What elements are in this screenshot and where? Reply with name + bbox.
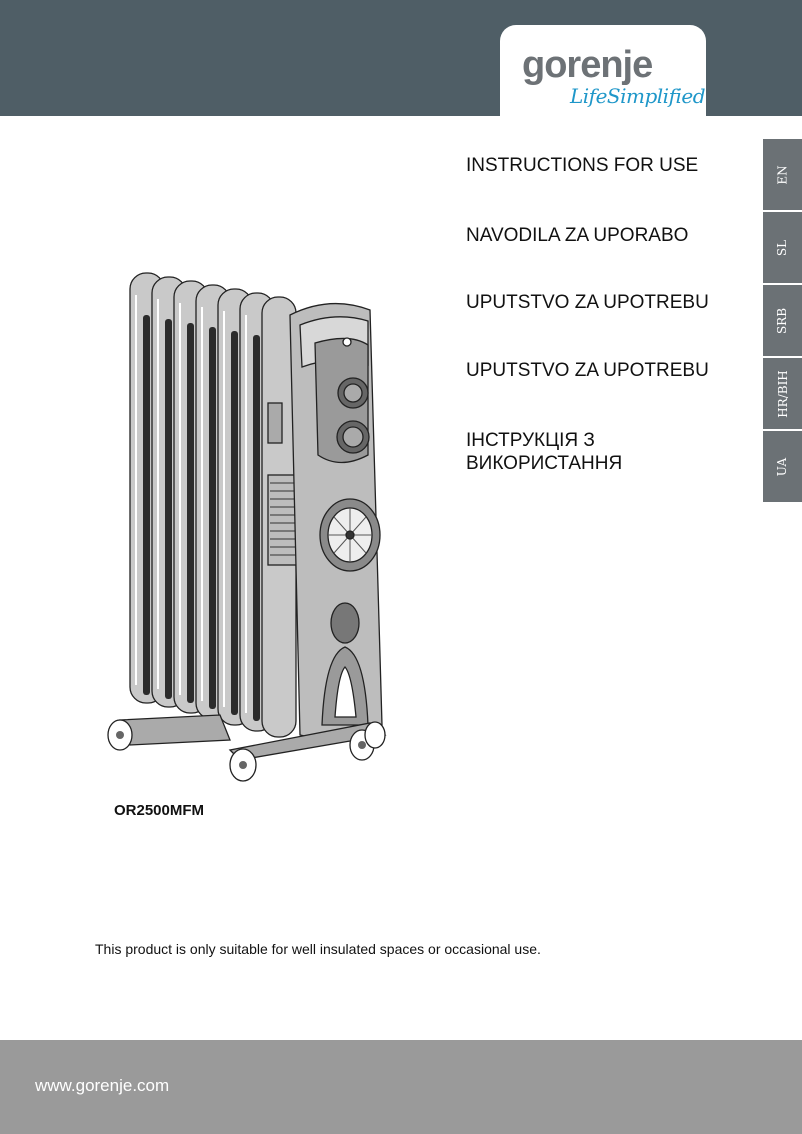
usage-note: This product is only suitable for well i… — [95, 941, 541, 957]
oil-radiator-heater-icon — [100, 255, 395, 795]
lang-tab-hr-bih[interactable]: HR/BIH — [763, 357, 802, 429]
website-link[interactable]: www.gorenje.com — [35, 1076, 170, 1095]
lang-tab-label: SL — [775, 239, 790, 256]
title-ua-line2: ВИКОРИСТАННЯ — [466, 453, 623, 474]
lang-tab-sl[interactable]: SL — [763, 211, 802, 283]
logo-tagline: LifeSimplified — [570, 84, 706, 108]
title-sl: NAVODILA ZA UPORABO — [466, 225, 689, 246]
lang-tab-srb[interactable]: SRB — [763, 284, 802, 356]
brand-logo: gorenje LifeSimplified — [500, 25, 706, 116]
model-number: OR2500MFM — [114, 802, 205, 819]
page-header: gorenje LifeSimplified — [0, 0, 802, 116]
title-en: INSTRUCTIONS FOR USE — [466, 155, 699, 176]
title-ua-line1: ІНСТРУКЦІЯ З — [466, 430, 595, 451]
logo-wordmark: gorenje — [522, 44, 653, 86]
lang-tab-label: HR/BIH — [775, 369, 790, 418]
lang-tab-label: UA — [775, 457, 790, 476]
lang-tab-en[interactable]: EN — [763, 138, 802, 210]
page-footer: www.gorenje.com — [0, 1040, 802, 1134]
lang-tab-label: EN — [775, 164, 790, 185]
lang-tab-label: SRB — [775, 307, 790, 334]
lang-tab-ua[interactable]: UA — [763, 430, 802, 502]
title-hr-bih: UPUTSTVO ZA UPOTREBU — [466, 360, 709, 381]
title-srb: UPUTSTVO ZA UPOTREBU — [466, 292, 709, 313]
